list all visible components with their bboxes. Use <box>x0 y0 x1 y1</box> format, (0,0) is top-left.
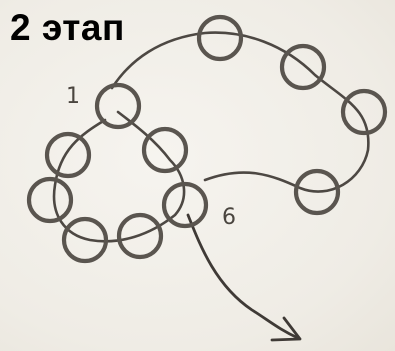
bead <box>47 134 89 176</box>
label-start: 1 <box>66 84 80 109</box>
label-end: 6 <box>222 205 236 230</box>
stage-title: 2 этап <box>10 8 125 48</box>
bead <box>29 179 71 221</box>
exit-arrow-path <box>188 215 298 338</box>
bead <box>343 91 385 133</box>
bead <box>144 129 186 171</box>
bead-start <box>97 85 139 127</box>
bead <box>282 46 324 88</box>
bead <box>199 17 241 59</box>
